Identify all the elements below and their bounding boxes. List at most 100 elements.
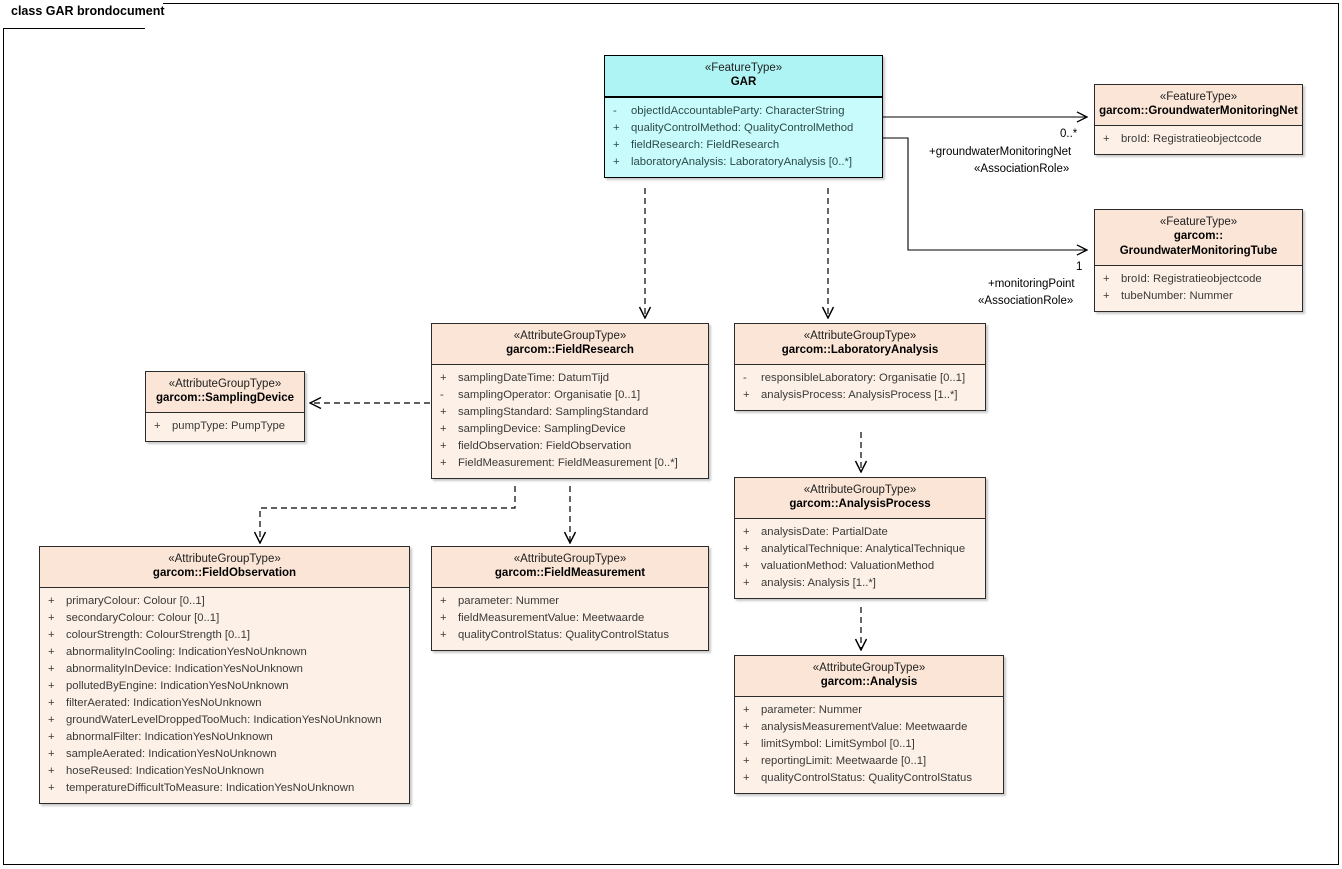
- attribute-text: responsibleLaboratory: Organisatie [0..1…: [761, 372, 966, 384]
- class-name: GAR: [730, 76, 757, 88]
- class-header-groundwater-monitoring-net: «FeatureType» garcom::GroundwaterMonitor…: [1095, 85, 1302, 126]
- attribute-row: + secondaryColour: Colour [0..1]: [40, 610, 409, 627]
- class-box-field-research[interactable]: «AttributeGroupType» garcom::FieldResear…: [431, 323, 709, 479]
- attribute-row: + analysisProcess: AnalysisProcess [1..*…: [735, 387, 985, 404]
- visibility-marker: +: [440, 612, 447, 624]
- diagram-title: class GAR brondocument: [11, 4, 165, 18]
- class-box-sampling-device[interactable]: «AttributeGroupType» garcom::SamplingDev…: [145, 371, 305, 442]
- visibility-marker: +: [154, 420, 161, 432]
- class-box-laboratory-analysis[interactable]: «AttributeGroupType» garcom::LaboratoryA…: [734, 323, 986, 411]
- attribute-row: + filterAerated: IndicationYesNoUnknown: [40, 695, 409, 712]
- visibility-marker: +: [48, 714, 55, 726]
- visibility-marker: +: [440, 457, 447, 469]
- attribute-row: - responsibleLaboratory: Organisatie [0.…: [735, 370, 985, 387]
- visibility-marker: +: [48, 731, 55, 743]
- visibility-marker: +: [440, 440, 447, 452]
- attribute-row: + fieldObservation: FieldObservation: [432, 438, 708, 455]
- role-label-groundwater-monitoring-net: +groundwaterMonitoringNet: [929, 146, 1072, 158]
- attribute-text: valuationMethod: ValuationMethod: [761, 560, 935, 572]
- visibility-marker: +: [48, 612, 55, 624]
- attribute-text: laboratoryAnalysis: LaboratoryAnalysis […: [631, 156, 853, 168]
- attribute-text: analysisMeasurementValue: Meetwaarde: [761, 721, 968, 733]
- attribute-row: + pumpType: PumpType: [146, 418, 304, 435]
- diagram-frame: [3, 3, 1339, 865]
- class-stereotype: «AttributeGroupType»: [168, 378, 282, 390]
- class-box-groundwater-monitoring-net[interactable]: «FeatureType» garcom::GroundwaterMonitor…: [1094, 84, 1303, 155]
- attribute-text: parameter: Nummer: [761, 704, 863, 716]
- class-box-field-measurement[interactable]: «AttributeGroupType» garcom::FieldMeasur…: [431, 546, 709, 651]
- class-box-groundwater-monitoring-tube[interactable]: «FeatureType» garcom:: GroundwaterMonito…: [1094, 209, 1303, 312]
- attribute-row: + valuationMethod: ValuationMethod: [735, 558, 985, 575]
- attribute-text: broId: Registratieobjectcode: [1121, 133, 1262, 145]
- attribute-text: parameter: Nummer: [458, 595, 560, 607]
- class-stereotype: «FeatureType»: [1159, 216, 1238, 228]
- attribute-text: reportingLimit: Meetwaarde [0..1]: [761, 755, 927, 767]
- visibility-marker: +: [613, 122, 620, 134]
- attribute-row: + FieldMeasurement: FieldMeasurement [0.…: [432, 455, 708, 472]
- multiplicity-gar-to-net: 0..*: [1060, 128, 1078, 140]
- stereotype-label-gar-to-net: «AssociationRole»: [974, 163, 1070, 175]
- visibility-marker: +: [48, 646, 55, 658]
- class-header-groundwater-monitoring-tube: «FeatureType» garcom:: GroundwaterMonito…: [1095, 210, 1302, 266]
- class-box-field-observation[interactable]: «AttributeGroupType» garcom::FieldObserv…: [39, 546, 410, 804]
- attribute-row: + parameter: Nummer: [432, 593, 708, 610]
- attribute-text: analysis: Analysis [1..*]: [761, 577, 876, 589]
- attribute-text: objectIdAccountableParty: CharacterStrin…: [631, 105, 845, 117]
- attribute-row: + fieldResearch: FieldResearch: [605, 137, 882, 154]
- visibility-marker: +: [613, 139, 620, 151]
- class-header-gar: «FeatureType» GAR: [605, 56, 882, 98]
- attribute-row: + abnormalFilter: IndicationYesNoUnknown: [40, 729, 409, 746]
- attribute-row: + qualityControlStatus: QualityControlSt…: [735, 770, 1003, 787]
- attribute-row: - samplingOperator: Organisatie [0..1]: [432, 387, 708, 404]
- class-stereotype: «AttributeGroupType»: [803, 484, 917, 496]
- class-attributes-groundwater-monitoring-net: + broId: Registratieobjectcode: [1095, 126, 1302, 154]
- attribute-text: filterAerated: IndicationYesNoUnknown: [66, 697, 262, 709]
- attribute-row: + limitSymbol: LimitSymbol [0..1]: [735, 736, 1003, 753]
- class-box-analysis-process[interactable]: «AttributeGroupType» garcom::AnalysisPro…: [734, 477, 986, 599]
- attribute-row: + samplingDevice: SamplingDevice: [432, 421, 708, 438]
- attribute-text: fieldMeasurementValue: Meetwaarde: [458, 612, 645, 624]
- attribute-row: + colourStrength: ColourStrength [0..1]: [40, 627, 409, 644]
- visibility-marker: +: [48, 680, 55, 692]
- visibility-marker: -: [613, 105, 617, 117]
- attribute-text: fieldObservation: FieldObservation: [458, 440, 632, 452]
- class-attributes-laboratory-analysis: - responsibleLaboratory: Organisatie [0.…: [735, 365, 985, 410]
- class-name: garcom::LaboratoryAnalysis: [781, 344, 939, 356]
- class-attributes-field-measurement: + parameter: Nummer + fieldMeasurementVa…: [432, 588, 708, 650]
- class-name: garcom::GroundwaterMonitoringNet: [1099, 105, 1298, 117]
- visibility-marker: +: [48, 663, 55, 675]
- class-attributes-gar: - objectIdAccountableParty: CharacterStr…: [605, 98, 882, 177]
- attribute-row: + analysis: Analysis [1..*]: [735, 575, 985, 592]
- attribute-row: + laboratoryAnalysis: LaboratoryAnalysis…: [605, 154, 882, 171]
- attribute-row: + abnormalityInCooling: IndicationYesNoU…: [40, 644, 409, 661]
- diagram-title-tab: [3, 2, 163, 29]
- attribute-text: samplingDevice: SamplingDevice: [458, 423, 626, 435]
- class-box-analysis[interactable]: «AttributeGroupType» garcom::Analysis + …: [734, 655, 1004, 794]
- attribute-text: abnormalityInDevice: IndicationYesNoUnkn…: [66, 663, 303, 675]
- attribute-text: secondaryColour: Colour [0..1]: [66, 612, 220, 624]
- attribute-row: + analysisDate: PartialDate: [735, 524, 985, 541]
- attribute-row: + samplingStandard: SamplingStandard: [432, 404, 708, 421]
- class-box-gar[interactable]: «FeatureType» GAR - objectIdAccountableP…: [604, 55, 883, 178]
- attribute-row: + broId: Registratieobjectcode: [1095, 271, 1302, 288]
- attribute-text: pumpType: PumpType: [172, 420, 286, 432]
- attribute-text: qualityControlStatus: QualityControlStat…: [761, 772, 972, 784]
- class-stereotype: «FeatureType»: [704, 62, 783, 74]
- class-stereotype: «AttributeGroupType»: [168, 553, 281, 565]
- visibility-marker: +: [440, 423, 447, 435]
- class-name: garcom::FieldResearch: [506, 344, 634, 356]
- class-attributes-analysis: + parameter: Nummer + analysisMeasuremen…: [735, 697, 1003, 793]
- class-name-line-2: GroundwaterMonitoringTube: [1119, 245, 1278, 257]
- attribute-text: primaryColour: Colour [0..1]: [66, 595, 205, 607]
- class-attributes-field-research: + samplingDateTime: DatumTijd - sampling…: [432, 365, 708, 478]
- visibility-marker: +: [743, 526, 750, 538]
- class-attributes-sampling-device: + pumpType: PumpType: [146, 413, 304, 441]
- attribute-row: + qualityControlStatus: QualityControlSt…: [432, 627, 708, 644]
- class-header-analysis: «AttributeGroupType» garcom::Analysis: [735, 656, 1003, 697]
- attribute-row: + temperatureDifficultToMeasure: Indicat…: [40, 780, 409, 797]
- attribute-row: - objectIdAccountableParty: CharacterStr…: [605, 103, 882, 120]
- attribute-row: + broId: Registratieobjectcode: [1095, 131, 1302, 148]
- visibility-marker: +: [743, 543, 750, 555]
- visibility-marker: +: [440, 372, 447, 384]
